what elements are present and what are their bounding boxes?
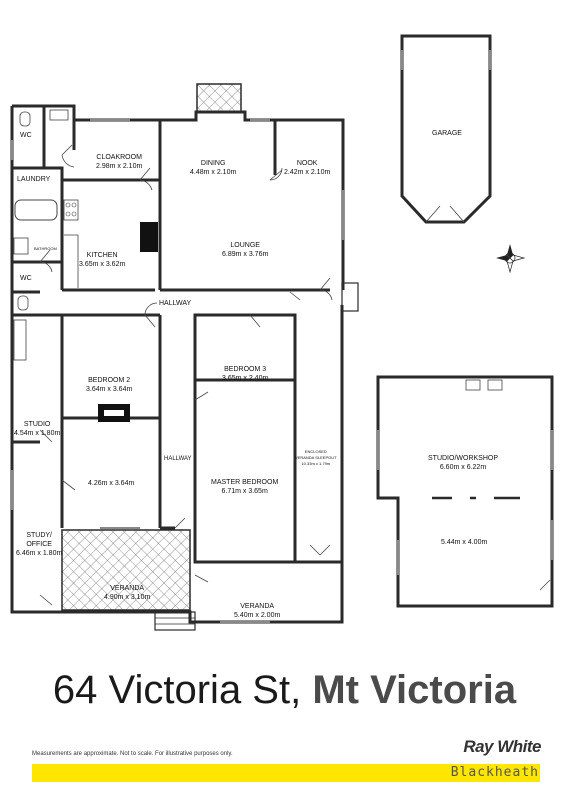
property-address: 64 Victoria St, Mt Victoria <box>0 668 569 713</box>
room-label-wc-mid: WC <box>20 275 32 282</box>
house-walls <box>10 104 345 624</box>
windows <box>11 119 344 623</box>
room-label-wc-top: WC <box>20 132 32 139</box>
disclaimer: Measurements are approximate. Not to sca… <box>32 751 233 757</box>
bathtub-icon <box>14 199 58 221</box>
room-label-workshop-lower: 5.44m x 4.00m <box>441 539 488 546</box>
room-label-laundry: LAUNDRY <box>17 176 51 183</box>
toilet-icon <box>19 111 31 127</box>
fireplace-icon <box>140 222 158 252</box>
compass-rose-icon <box>496 244 526 274</box>
brand-logo: Ray White <box>463 737 541 756</box>
room-label-hallway-small: HALLWAY <box>164 456 192 462</box>
floor-plan <box>10 34 554 631</box>
office-name: Blackheath <box>450 765 539 780</box>
room-label-unnamed: 4.26m x 3.64m <box>88 480 135 487</box>
toilet-icon <box>17 295 29 311</box>
brand-bar <box>32 764 540 782</box>
veranda-hatch <box>61 529 191 611</box>
room-label-garage: GARAGE <box>432 130 462 137</box>
street-address: 64 Victoria St, <box>52 668 302 712</box>
room-label-bathroom: BATHROOM <box>34 246 57 251</box>
room-label-hallway: HALLWAY <box>159 300 192 307</box>
workshop-walls <box>376 375 554 608</box>
suburb-name: Mt Victoria <box>312 668 517 712</box>
doors <box>39 144 333 606</box>
